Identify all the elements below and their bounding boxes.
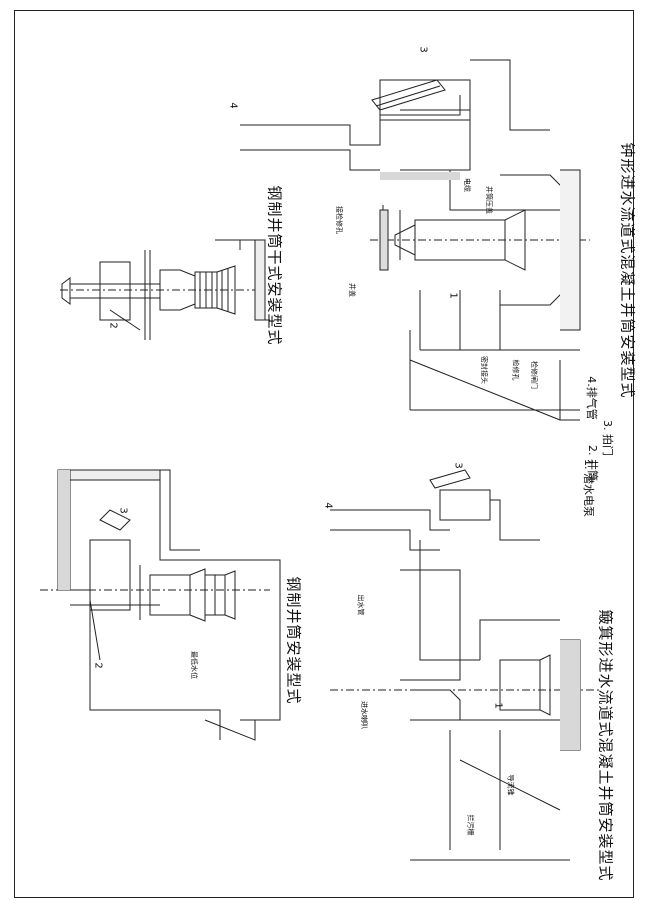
legend-item-vent-pipe: 4.排气管 bbox=[584, 376, 598, 420]
part-number-2-bottom: 2 bbox=[92, 662, 104, 669]
title-concrete-shaft-dustpan: 簸箕形进水流道式混凝土井筒安装型式 bbox=[596, 609, 615, 882]
title-steel-shaft-wet: 钢制井筒安装型式 bbox=[284, 576, 303, 705]
annotation-cone: 导流锥 bbox=[506, 774, 515, 796]
annotation-cover: 井盖 bbox=[348, 283, 356, 297]
drawing-steel-shaft-dry bbox=[60, 239, 270, 340]
drawing-concrete-shaft-dustpan bbox=[330, 469, 600, 861]
drawing-concrete-shaft-bell bbox=[240, 59, 590, 421]
annotation-inspection-port: 检修孔 bbox=[511, 359, 520, 381]
annotation-inspection-hole: 接检修孔 bbox=[335, 206, 343, 234]
part-number-3-bottom-right: 3 bbox=[452, 462, 464, 469]
part-number-4-bottom: 4 bbox=[322, 502, 334, 509]
part-number-1-bottom: 1 bbox=[492, 702, 504, 709]
annotation-cable: 电缆 bbox=[463, 178, 471, 192]
annotation-low-water: 最低水位 bbox=[190, 651, 198, 679]
part-number-2-top: 2 bbox=[107, 322, 119, 329]
legend-item-flap-valve: 3. 拍门 bbox=[601, 420, 614, 456]
page-border bbox=[14, 10, 634, 898]
title-concrete-shaft-bell: 钟形进水流道式混凝土井筒安装型式 bbox=[618, 142, 637, 399]
annotation-trash-rack: 拦污栅 bbox=[466, 814, 475, 836]
part-number-3-top: 3 bbox=[417, 46, 429, 53]
part-number-1-top: 1 bbox=[447, 292, 459, 299]
part-number-3-bottom: 3 bbox=[117, 507, 129, 514]
annotation-outlet-pipe: 出水管 bbox=[356, 594, 365, 616]
annotation-bell-inlet: 进水喇叭 bbox=[360, 701, 368, 729]
legend-item-shaft: 2. 井筒 bbox=[586, 445, 599, 481]
annotation-shaft-cover: 井筒压盖 bbox=[485, 186, 493, 214]
annotation-seal-joint: 密封接头 bbox=[480, 356, 488, 384]
annotation-gate: 检修闸门 bbox=[530, 361, 538, 389]
drawing-steel-shaft-wet bbox=[40, 469, 281, 741]
part-number-4-top: 4 bbox=[227, 102, 239, 109]
title-steel-shaft-dry: 钢制井筒干式安装型式 bbox=[265, 185, 284, 346]
